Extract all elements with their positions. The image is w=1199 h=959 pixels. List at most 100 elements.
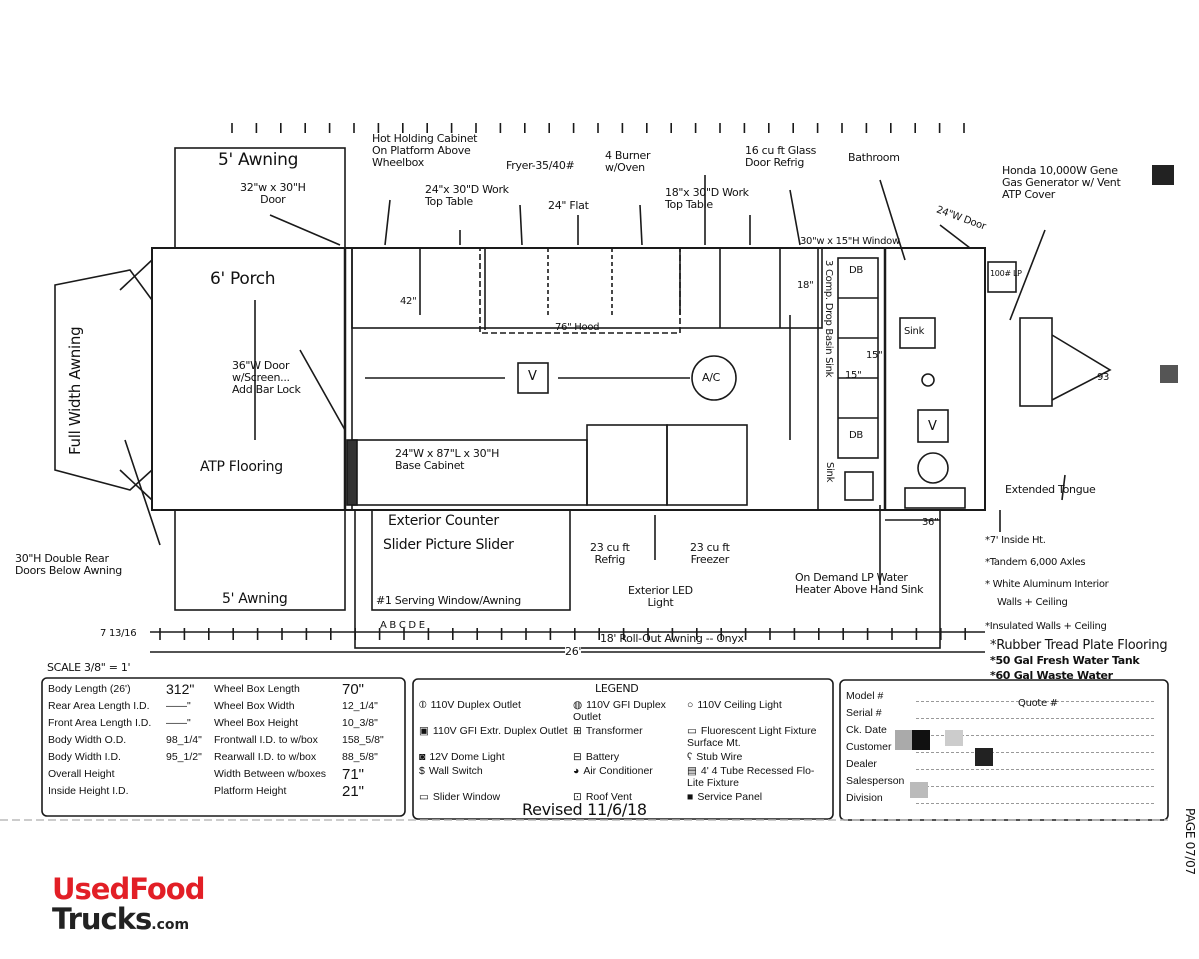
note: *Insulated Walls + Ceiling	[985, 621, 1107, 632]
note: Walls + Ceiling	[997, 597, 1068, 608]
spec-label: Front Area Length I.D.	[48, 717, 152, 729]
spec-value: 312"	[166, 681, 195, 697]
small-sink-label: Sink	[824, 462, 835, 483]
legend-symbol-icon: ▤	[687, 765, 697, 777]
legend-symbol-icon: ○	[687, 699, 694, 711]
exterior-light-label: Exterior LED Light	[628, 584, 693, 609]
spec-value: 88_5/8"	[342, 751, 378, 763]
spec-value: 98_1/4"	[166, 734, 202, 746]
legend-symbol-icon: ■	[687, 791, 694, 803]
spec-label: Rearwall I.D. to w/box	[214, 751, 317, 763]
order-field-line	[916, 701, 1154, 702]
revised-date: Revised 11/6/18	[522, 800, 647, 819]
order-field-line	[916, 752, 1154, 753]
work-table-1-label: 24"x 30"D Work Top Table	[425, 183, 509, 208]
slider-window-label: Slider Picture Slider	[383, 537, 514, 553]
spec-value: 12_1/4"	[342, 700, 378, 712]
legend-label: Roof Vent	[585, 791, 632, 803]
legend-item: ▣110V GFI Extr. Duplex Outlet	[419, 725, 571, 749]
legend-label: Battery	[585, 751, 620, 763]
redacted-block	[895, 730, 915, 750]
spec-label: Wheel Box Length	[214, 683, 300, 695]
refrig-label: 23 cu ft Refrig	[590, 541, 630, 566]
legend-label: 110V GFI Extr. Duplex Outlet	[432, 725, 568, 737]
roof-vent-icon: V	[528, 369, 537, 384]
redacted-block	[1160, 365, 1178, 383]
logo-line1: UsedFood	[52, 872, 205, 906]
flat-label: 24" Flat	[548, 199, 589, 212]
order-field-label: Serial #	[846, 707, 882, 719]
dim-26: 26'	[565, 645, 582, 658]
legend-symbol-icon: ⊡	[573, 791, 582, 803]
tongue-dim: 93	[1097, 372, 1110, 383]
spec-label: Frontwall I.D. to w/box	[214, 734, 318, 746]
full-width-awning-label: Full Width Awning	[66, 326, 84, 455]
window-label: 30"w x 15"H Window	[800, 236, 900, 247]
spec-label: Body Width I.D.	[48, 751, 121, 763]
redacted-block	[910, 782, 928, 798]
burner-label: 4 Burner w/Oven	[605, 149, 651, 174]
legend-item: $Wall Switch	[419, 765, 571, 789]
order-field-label: Customer	[846, 741, 892, 753]
door-label: 32"w x 30"H Door	[240, 181, 306, 206]
dim-42: 42"	[400, 296, 417, 307]
generator-label: Honda 10,000W Gene Gas Generator w/ Vent…	[1002, 164, 1121, 201]
bathroom-label: Bathroom	[848, 151, 900, 164]
exterior-counter-label: Exterior Counter	[388, 513, 499, 529]
rear-doors-label: 30"H Double Rear Doors Below Awning	[15, 552, 122, 577]
legend-symbol-icon: $	[419, 765, 425, 777]
redacted-block	[912, 730, 930, 750]
freezer-label: 23 cu ft Freezer	[690, 541, 730, 566]
dim-18: 18"	[797, 280, 814, 291]
rollout-awning-box	[354, 509, 941, 649]
legend-item: ◕Air Conditioner	[573, 765, 685, 789]
legend-item: ■Service Panel	[687, 791, 829, 803]
legend: ⦶110V Duplex Outlet◍110V GFI Duplex Outl…	[419, 699, 829, 803]
legend-label: Air Conditioner	[583, 765, 653, 777]
legend-item: ⊞Transformer	[573, 725, 685, 749]
spec-label: Wheel Box Width	[214, 700, 295, 712]
dim-7: 7 13/16	[100, 628, 137, 639]
note: *Tandem 6,000 Axles	[985, 557, 1086, 568]
legend-title: LEGEND	[595, 682, 639, 695]
legend-symbol-icon: ⊟	[573, 751, 582, 763]
usedfoodtrucks-logo: UsedFood Trucks.com	[52, 872, 205, 940]
spec-label: Width Between w/boxes	[214, 768, 327, 780]
redacted-block	[975, 748, 993, 766]
spec-label: Platform Height	[214, 785, 287, 797]
legend-item: ◍110V GFI Duplex Outlet	[573, 699, 685, 723]
legend-symbol-icon: ʕ	[687, 751, 693, 763]
scale-label: SCALE 3/8" = 1'	[47, 661, 131, 674]
legend-item: ▭Fluorescent Light Fixture Surface Mt.	[687, 725, 829, 749]
legend-item: ▤4' 4 Tube Recessed Flo-Lite Fixture	[687, 765, 829, 789]
order-field-line	[916, 718, 1154, 719]
legend-box	[412, 678, 834, 820]
legend-label: 4' 4 Tube Recessed Flo-Lite Fixture	[687, 765, 815, 789]
spec-label: Inside Height I.D.	[48, 785, 129, 797]
spec-label: Wheel Box Height	[214, 717, 299, 729]
full-width-awning	[54, 269, 153, 491]
bottom-awning-label: 5' Awning	[222, 591, 288, 607]
legend-symbol-icon: ▭	[687, 725, 697, 737]
legend-item: ⊟Battery	[573, 751, 685, 763]
work-table-2-label: 18"x 30"D Work Top Table	[665, 186, 749, 211]
spec-value: 21"	[342, 783, 365, 800]
spec-label: Overall Height	[48, 768, 115, 780]
dim-15b: 15"	[845, 370, 862, 381]
legend-label: 110V GFI Duplex Outlet	[573, 699, 666, 723]
bottom-awning-box	[174, 509, 346, 611]
order-field-label: Division	[846, 792, 883, 804]
legend-item: ⦶110V Duplex Outlet	[419, 699, 571, 723]
lp-heater-label: On Demand LP Water Heater Above Hand Sin…	[795, 571, 924, 596]
hand-sink-label: Sink	[904, 326, 925, 337]
base-cabinet-label: 24"W x 87"L x 30"H Base Cabinet	[395, 447, 500, 472]
redacted-block	[1152, 165, 1174, 185]
legend-item: ⊡Roof Vent	[573, 791, 685, 803]
legend-symbol-icon: ⦶	[419, 699, 427, 711]
redacted-block	[945, 730, 963, 746]
note: *Rubber Tread Plate Flooring	[990, 638, 1168, 653]
spec-value: ——"	[166, 717, 191, 729]
top-ruler-ticks	[231, 123, 965, 133]
order-field-line	[916, 786, 1154, 787]
